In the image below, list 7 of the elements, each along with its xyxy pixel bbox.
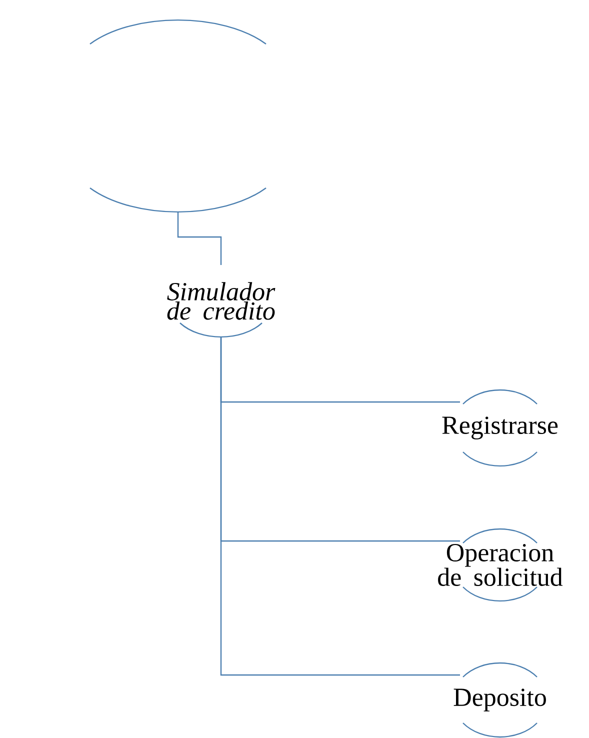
oval-node <box>90 20 266 212</box>
text-node: Simulador de credito <box>167 282 276 338</box>
connector-line <box>177 212 222 265</box>
text-node: Deposito <box>454 662 546 738</box>
text-node: Operacion de solicitud <box>438 528 563 602</box>
connector-line <box>220 337 460 676</box>
text-node: Registrarse <box>442 389 558 467</box>
